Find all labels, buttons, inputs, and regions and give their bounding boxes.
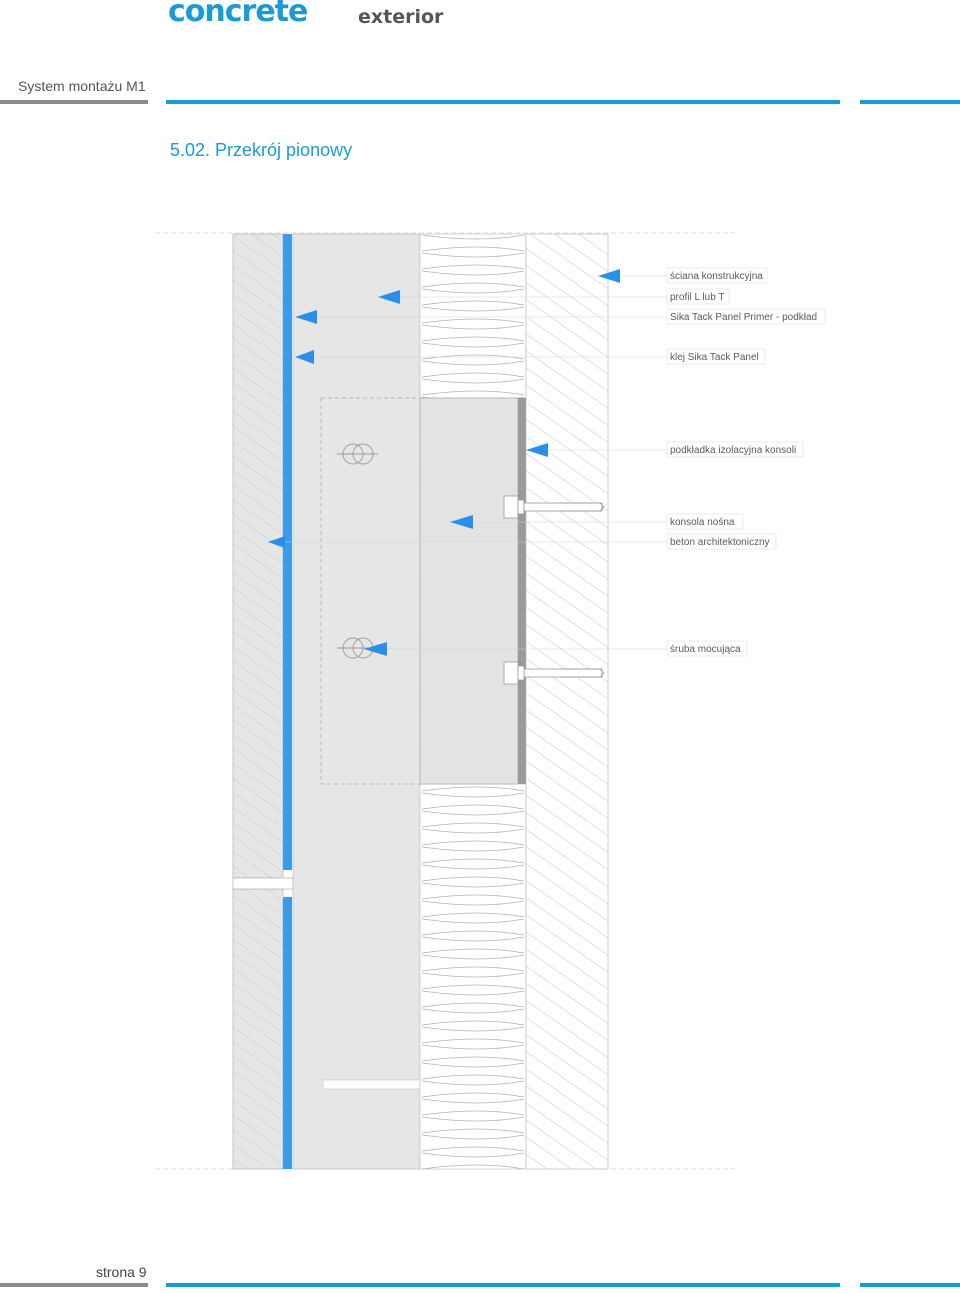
label-profile: profil L lub T xyxy=(670,292,724,303)
arrow-marker-icon xyxy=(526,443,548,457)
header-rule-blue-short xyxy=(860,100,960,104)
header-rule-blue xyxy=(166,100,840,104)
label-structural-wall: ściana konstrukcyjna xyxy=(670,271,763,282)
footer-rule-blue xyxy=(166,1283,840,1287)
header-rule-gray xyxy=(0,100,148,104)
arrow-marker-icon xyxy=(364,642,387,656)
system-title: System montażu M1 xyxy=(18,78,146,94)
callout-box xyxy=(666,348,766,365)
arrow-marker-icon xyxy=(268,536,285,548)
profile-gap xyxy=(322,1079,421,1090)
arrow-marker-icon xyxy=(598,269,620,283)
insulation-upper xyxy=(419,233,527,399)
structural-wall xyxy=(525,233,609,1170)
label-bracket-pad: podkładka izolacyjna konsoli xyxy=(670,445,796,456)
label-adhesive: klej Sika Tack Panel xyxy=(670,352,759,363)
bracket-outline-dashed xyxy=(320,397,421,785)
brand-logo-main: concrete xyxy=(168,0,308,29)
concrete-panel-upper xyxy=(232,233,284,879)
bolt-icon xyxy=(503,495,605,519)
brand-logo-sub: exterior xyxy=(358,6,444,28)
concrete-panel-lower xyxy=(232,888,284,1170)
page-number: strona 9 xyxy=(96,1264,147,1280)
page-heading: 5.02. Przekrój pionowy xyxy=(170,140,353,160)
callout-box xyxy=(666,640,748,657)
footer-rule-blue-short xyxy=(860,1283,960,1287)
callout-box xyxy=(666,513,744,530)
support-profile xyxy=(292,233,421,1170)
bracket-insulating-pad xyxy=(518,398,526,784)
adhesive-strip-upper xyxy=(283,234,292,870)
footer-rule-gray xyxy=(0,1283,148,1287)
label-screw: śruba mocująca xyxy=(670,644,741,655)
arrow-marker-icon xyxy=(378,290,400,304)
joint-gap xyxy=(232,877,294,890)
arrow-marker-icon xyxy=(450,515,473,529)
bolt-icon xyxy=(503,661,605,685)
arrow-marker-icon xyxy=(295,350,314,364)
label-primer: Sika Tack Panel Primer - podkład xyxy=(670,312,817,323)
bracket-body xyxy=(419,397,519,785)
callout-box xyxy=(666,267,768,284)
callout-box xyxy=(666,308,826,325)
bolt-hole-upper xyxy=(337,443,378,465)
insulation-lower xyxy=(419,783,527,1170)
label-concrete: beton architektoniczny xyxy=(670,537,770,548)
callout-box xyxy=(666,441,804,458)
label-bracket: konsola nośna xyxy=(670,517,735,528)
arrow-marker-icon xyxy=(295,310,317,324)
callout-box xyxy=(666,288,730,305)
adhesive-strip-lower xyxy=(283,897,292,1169)
callout-box xyxy=(666,533,777,550)
